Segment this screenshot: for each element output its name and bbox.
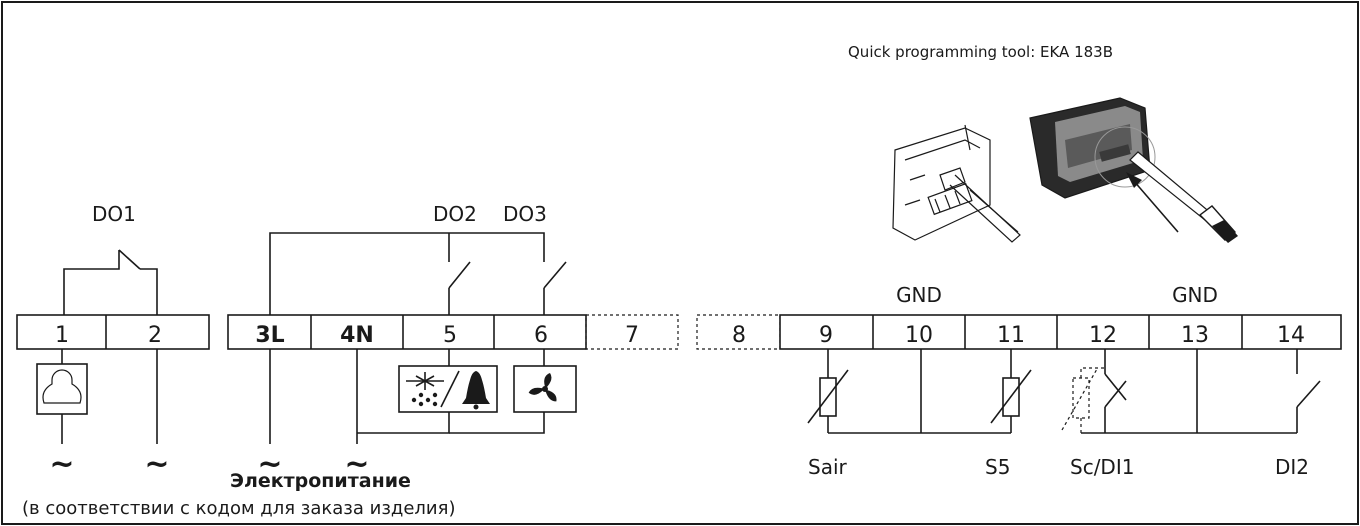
power-note: (в соответствии с кодом для заказа издел… [22,498,455,519]
sensor-label-scdi1: Sc/DI1 [1070,455,1134,479]
terminal-block-1: 1 2 [16,314,210,350]
do2-label: DO2 [433,202,477,226]
power-label: Электропитание [230,470,411,492]
terminal-5: 5 [443,323,457,348]
terminal-11: 11 [997,323,1025,348]
terminal-14: 14 [1277,323,1305,348]
sensor-label-s5: S5 [985,455,1010,479]
defrost-alarm-icon [398,349,498,413]
terminal-13: 13 [1181,323,1209,348]
do3-label: DO3 [503,202,547,226]
gnd-label-2: GND [1172,283,1218,307]
tilde-1: ~ [49,447,74,482]
terminal-block-3: 9 10 11 12 13 14 [779,314,1342,350]
terminal-4n: 4N [340,323,374,348]
tilde-2: ~ [144,447,169,482]
tilde-4n: ~ [344,447,369,482]
terminal-12: 12 [1089,323,1117,348]
terminal-3l: 3L [255,323,284,348]
sair-sensor [807,349,849,433]
do1-label: DO1 [92,202,136,226]
supply-bus-wiring [269,232,567,315]
sensor-label-di2: DI2 [1275,455,1309,479]
terminal-2: 2 [148,323,162,348]
tilde-3l: ~ [257,447,282,482]
terminal-7: 7 [625,323,639,348]
terminal-8: 8 [732,323,746,348]
scdi1-input [1061,349,1127,433]
di2-input [1296,349,1321,433]
programming-tool-illustration [892,97,1238,243]
arrow-icon [1126,172,1179,233]
controller-image [1029,97,1238,243]
s5-sensor [990,349,1032,433]
terminal-7-dashed: 7 [585,314,679,350]
gnd-label-1: GND [896,283,942,307]
sensor-label-sair: Sair [808,455,848,479]
compressor-icon [36,349,88,444]
terminal-9: 9 [819,323,833,348]
terminal-8-dashed: 8 [696,314,781,350]
neutral-wiring [269,349,545,444]
alarm-bell-icon [462,371,490,410]
terminal-6: 6 [534,323,548,348]
terminal-10: 10 [905,323,933,348]
do1-relay-wiring [63,249,158,315]
defrost-icon [406,372,444,407]
tool-title: Quick programming tool: EKA 183B [848,43,1113,61]
terminal-block-2: 3L 4N 5 6 [227,314,587,350]
fan-icon [528,373,557,402]
connector-closeup-image [892,124,1021,243]
terminal-1: 1 [55,323,69,348]
fan-load [513,349,577,413]
